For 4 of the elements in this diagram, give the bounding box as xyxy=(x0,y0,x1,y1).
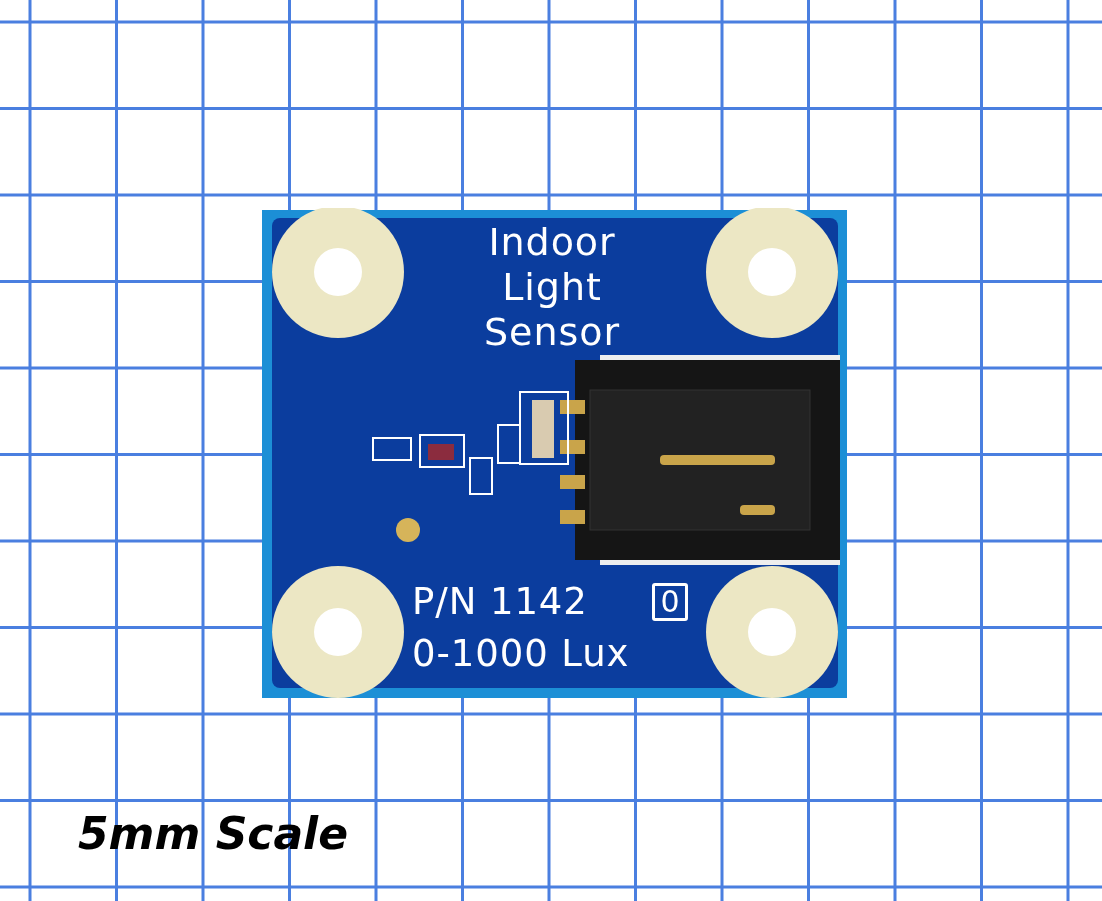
board-title: Indoor Light Sensor xyxy=(483,220,621,355)
lux-range: 0-1000 Lux xyxy=(412,632,630,676)
revision-mark: 0 xyxy=(652,583,688,621)
part-number: P/N 1142 xyxy=(412,580,588,624)
